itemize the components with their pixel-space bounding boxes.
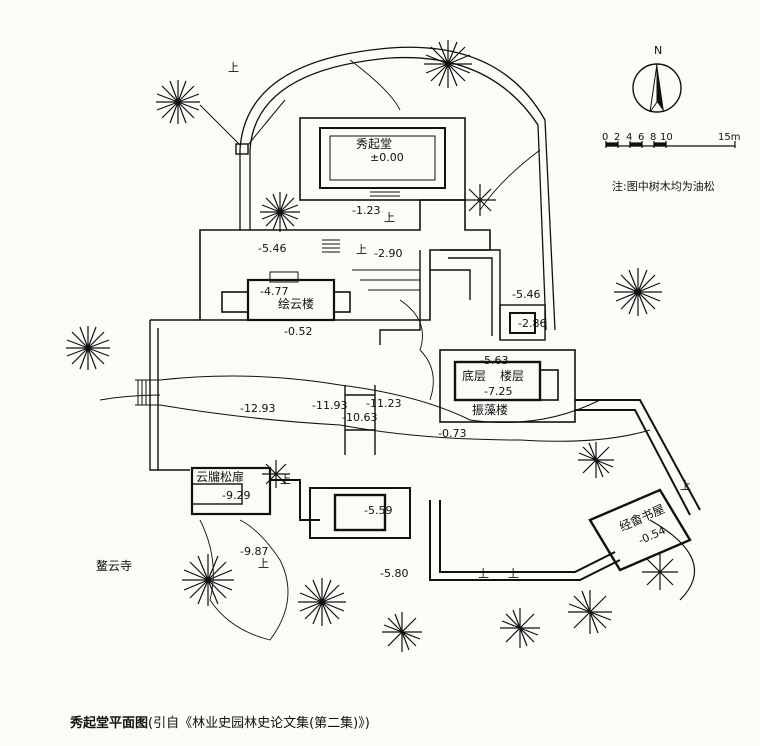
elevation-label: -1.23 [352, 204, 381, 217]
north-arrow-icon [632, 63, 682, 113]
scale-tick: 8 [650, 132, 657, 143]
pine-tree-icon [298, 578, 346, 626]
room-label-yuntengsongshan: 云牖松扉 [196, 470, 245, 484]
pine-tree-icon [66, 326, 110, 370]
pine-tree-icon [500, 608, 540, 648]
elevation-label: -5.46 [512, 288, 541, 301]
east-corridor [575, 399, 701, 516]
terrace-steps [322, 239, 340, 253]
stair-label: 上 [680, 479, 691, 492]
small-pavilion [499, 304, 546, 341]
pine-trees [66, 40, 678, 652]
perimeter-path [239, 46, 556, 331]
room-label-diceng: 底层 [462, 369, 487, 383]
xiuqitang-stairs [370, 187, 400, 201]
pine-tree-icon [156, 80, 200, 124]
elevation-label: -2.86 [518, 317, 547, 330]
pine-tree-icon [260, 192, 300, 232]
room-label-zhenzaolou: 振藻楼 [472, 403, 509, 417]
pine-tree-icon [424, 40, 472, 88]
scale-tick: 10 [660, 132, 673, 143]
elevation-label: ±0.00 [370, 151, 404, 164]
pine-tree-icon [262, 460, 290, 488]
pine-tree-icon [182, 554, 234, 606]
stream-lower [159, 404, 651, 442]
scale-tick: 4 [626, 132, 633, 143]
tree-note: 注:图中树木均为油松 [612, 180, 715, 193]
stream-upper [159, 375, 601, 423]
stair-label: 上 [508, 567, 519, 580]
caption-title: 秀起堂平面图 [70, 716, 149, 731]
west-bridge [135, 379, 160, 406]
jingyanshuwu-terrace [649, 519, 696, 601]
jingyanshuwu-building [588, 488, 692, 572]
elevation-label: -12.93 [240, 402, 276, 415]
stair-label: 上 [228, 61, 239, 74]
elevation-label: -11.93 [312, 399, 348, 412]
west-wall [149, 319, 200, 471]
room-label-louceng: 楼层 [500, 369, 525, 383]
elevation-label: -0.73 [438, 427, 467, 440]
central-bridge [344, 385, 376, 455]
elevation-label: -9.87 [240, 545, 269, 558]
stair-label: 上 [258, 557, 269, 570]
elevation-label: -5.63 [480, 354, 509, 367]
stair-label: 上 [356, 243, 367, 256]
south-corridor [429, 500, 621, 581]
elevation-label: -5.59 [364, 504, 393, 517]
north-label: N [654, 44, 663, 57]
stair-label: 上 [478, 567, 489, 580]
rockery [199, 519, 289, 641]
pine-tree-icon [382, 612, 422, 652]
south-hall [309, 487, 411, 539]
scale-tick: 0 [602, 132, 609, 143]
scale-bar [605, 141, 736, 148]
elevation-label: -9.29 [222, 489, 251, 502]
pine-tree-icon [642, 554, 678, 590]
pine-tree-icon [464, 184, 496, 216]
figure-caption: 秀起堂平面图(引自《林业史园林史论文集(第二集)》) [70, 712, 370, 731]
room-label-aoyunsi: 鳌云寺 [96, 559, 133, 573]
room-label-huiyunlou: 绘云楼 [278, 297, 315, 311]
west-gate [235, 143, 249, 155]
stair-label: 上 [280, 473, 291, 486]
elevation-label: -7.25 [484, 385, 513, 398]
elevation-label: -5.46 [258, 242, 287, 255]
middle-terrace [199, 199, 491, 321]
pine-tree-icon [578, 442, 614, 478]
stair-label: 上 [384, 211, 395, 224]
pine-tree-icon [614, 268, 662, 316]
scale-tick: 6 [638, 132, 645, 143]
perimeter-path-inner [249, 56, 547, 331]
corridor-east [379, 249, 501, 345]
scale-tick: 15m [718, 132, 741, 143]
pine-tree-icon [568, 590, 612, 634]
elevation-label: -11.23 [366, 397, 402, 410]
room-label-xiuqitang: 秀起堂 [356, 137, 393, 151]
elevation-label: -10.63 [342, 411, 378, 424]
elevation-label: -0.52 [284, 325, 313, 338]
elevation-label: -2.90 [374, 247, 403, 260]
caption-source: (引自《林业史园林史论文集(第二集)》) [148, 716, 370, 731]
elevation-label: -5.80 [380, 567, 409, 580]
scale-tick: 2 [614, 132, 621, 143]
elevation-label: -4.77 [260, 285, 289, 298]
